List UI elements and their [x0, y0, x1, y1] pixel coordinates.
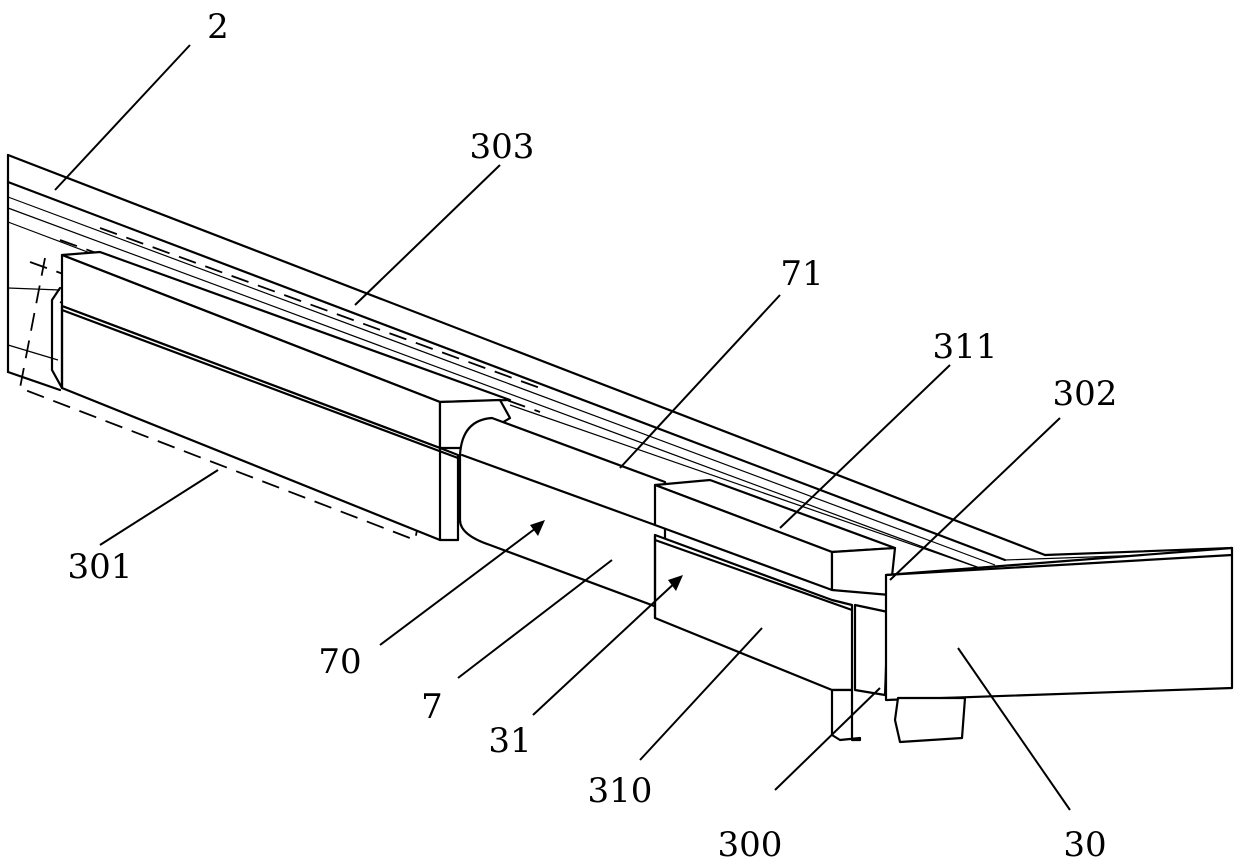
label-7: 7 — [421, 687, 443, 727]
label-311: 311 — [933, 327, 998, 367]
label-302: 302 — [1053, 374, 1118, 414]
right-block — [655, 480, 895, 740]
label-2: 2 — [207, 7, 229, 47]
end-piece-30 — [886, 548, 1232, 742]
label-31: 31 — [488, 721, 531, 761]
label-310: 310 — [588, 771, 653, 811]
label-70: 70 — [318, 642, 361, 682]
label-300: 300 — [718, 825, 783, 865]
label-303: 303 — [470, 127, 535, 167]
label-301: 301 — [68, 547, 133, 587]
left-block — [52, 252, 510, 540]
label-30: 30 — [1063, 825, 1106, 865]
label-71: 71 — [780, 254, 823, 294]
